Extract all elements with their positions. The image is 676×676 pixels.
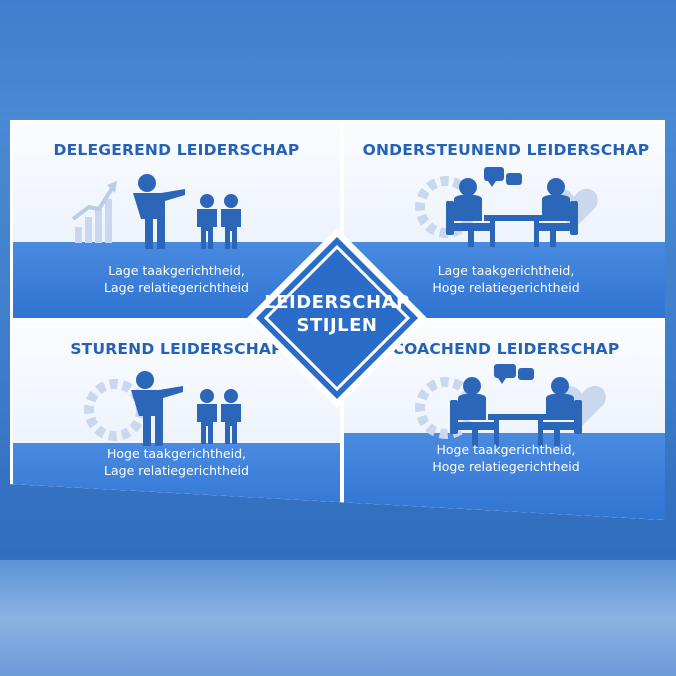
quadrant-title: COACHEND LEIDERSCHAP bbox=[392, 340, 620, 358]
quadrant-description: Hoge taakgerichtheid, Lage relatiegerich… bbox=[104, 446, 249, 478]
background-bottom-band bbox=[0, 560, 676, 676]
directing-people-icon bbox=[84, 371, 241, 446]
coaching-meeting-icon bbox=[415, 364, 606, 446]
supporting-meeting-icon bbox=[415, 167, 598, 247]
delegating-people-icon bbox=[71, 174, 241, 249]
quadrant-title: ONDERSTEUNEND LEIDERSCHAP bbox=[362, 141, 650, 159]
quadrant-description: Lage taakgerichtheid, Lage relatiegerich… bbox=[104, 263, 249, 295]
leadership-styles-board: DELEGEREND LEIDERSCHAP Lage taakgerichth… bbox=[10, 120, 665, 520]
quadrant-title: DELEGEREND LEIDERSCHAP bbox=[53, 141, 300, 159]
quadrant-description: Hoge taakgerichtheid, Hoge relatiegerich… bbox=[432, 442, 580, 474]
quadrant-title: STUREND LEIDERSCHAP bbox=[70, 340, 283, 358]
center-diamond: LEIDERSCHAP STIJLEN bbox=[244, 225, 430, 411]
diamond-shape bbox=[247, 228, 427, 408]
quadrant-description: Lage taakgerichtheid, Hoge relatiegerich… bbox=[432, 263, 580, 295]
quadrant-ondersteunend: ONDERSTEUNEND LEIDERSCHAP bbox=[344, 123, 665, 318]
center-title: LEIDERSCHAP STIJLEN bbox=[264, 292, 410, 336]
